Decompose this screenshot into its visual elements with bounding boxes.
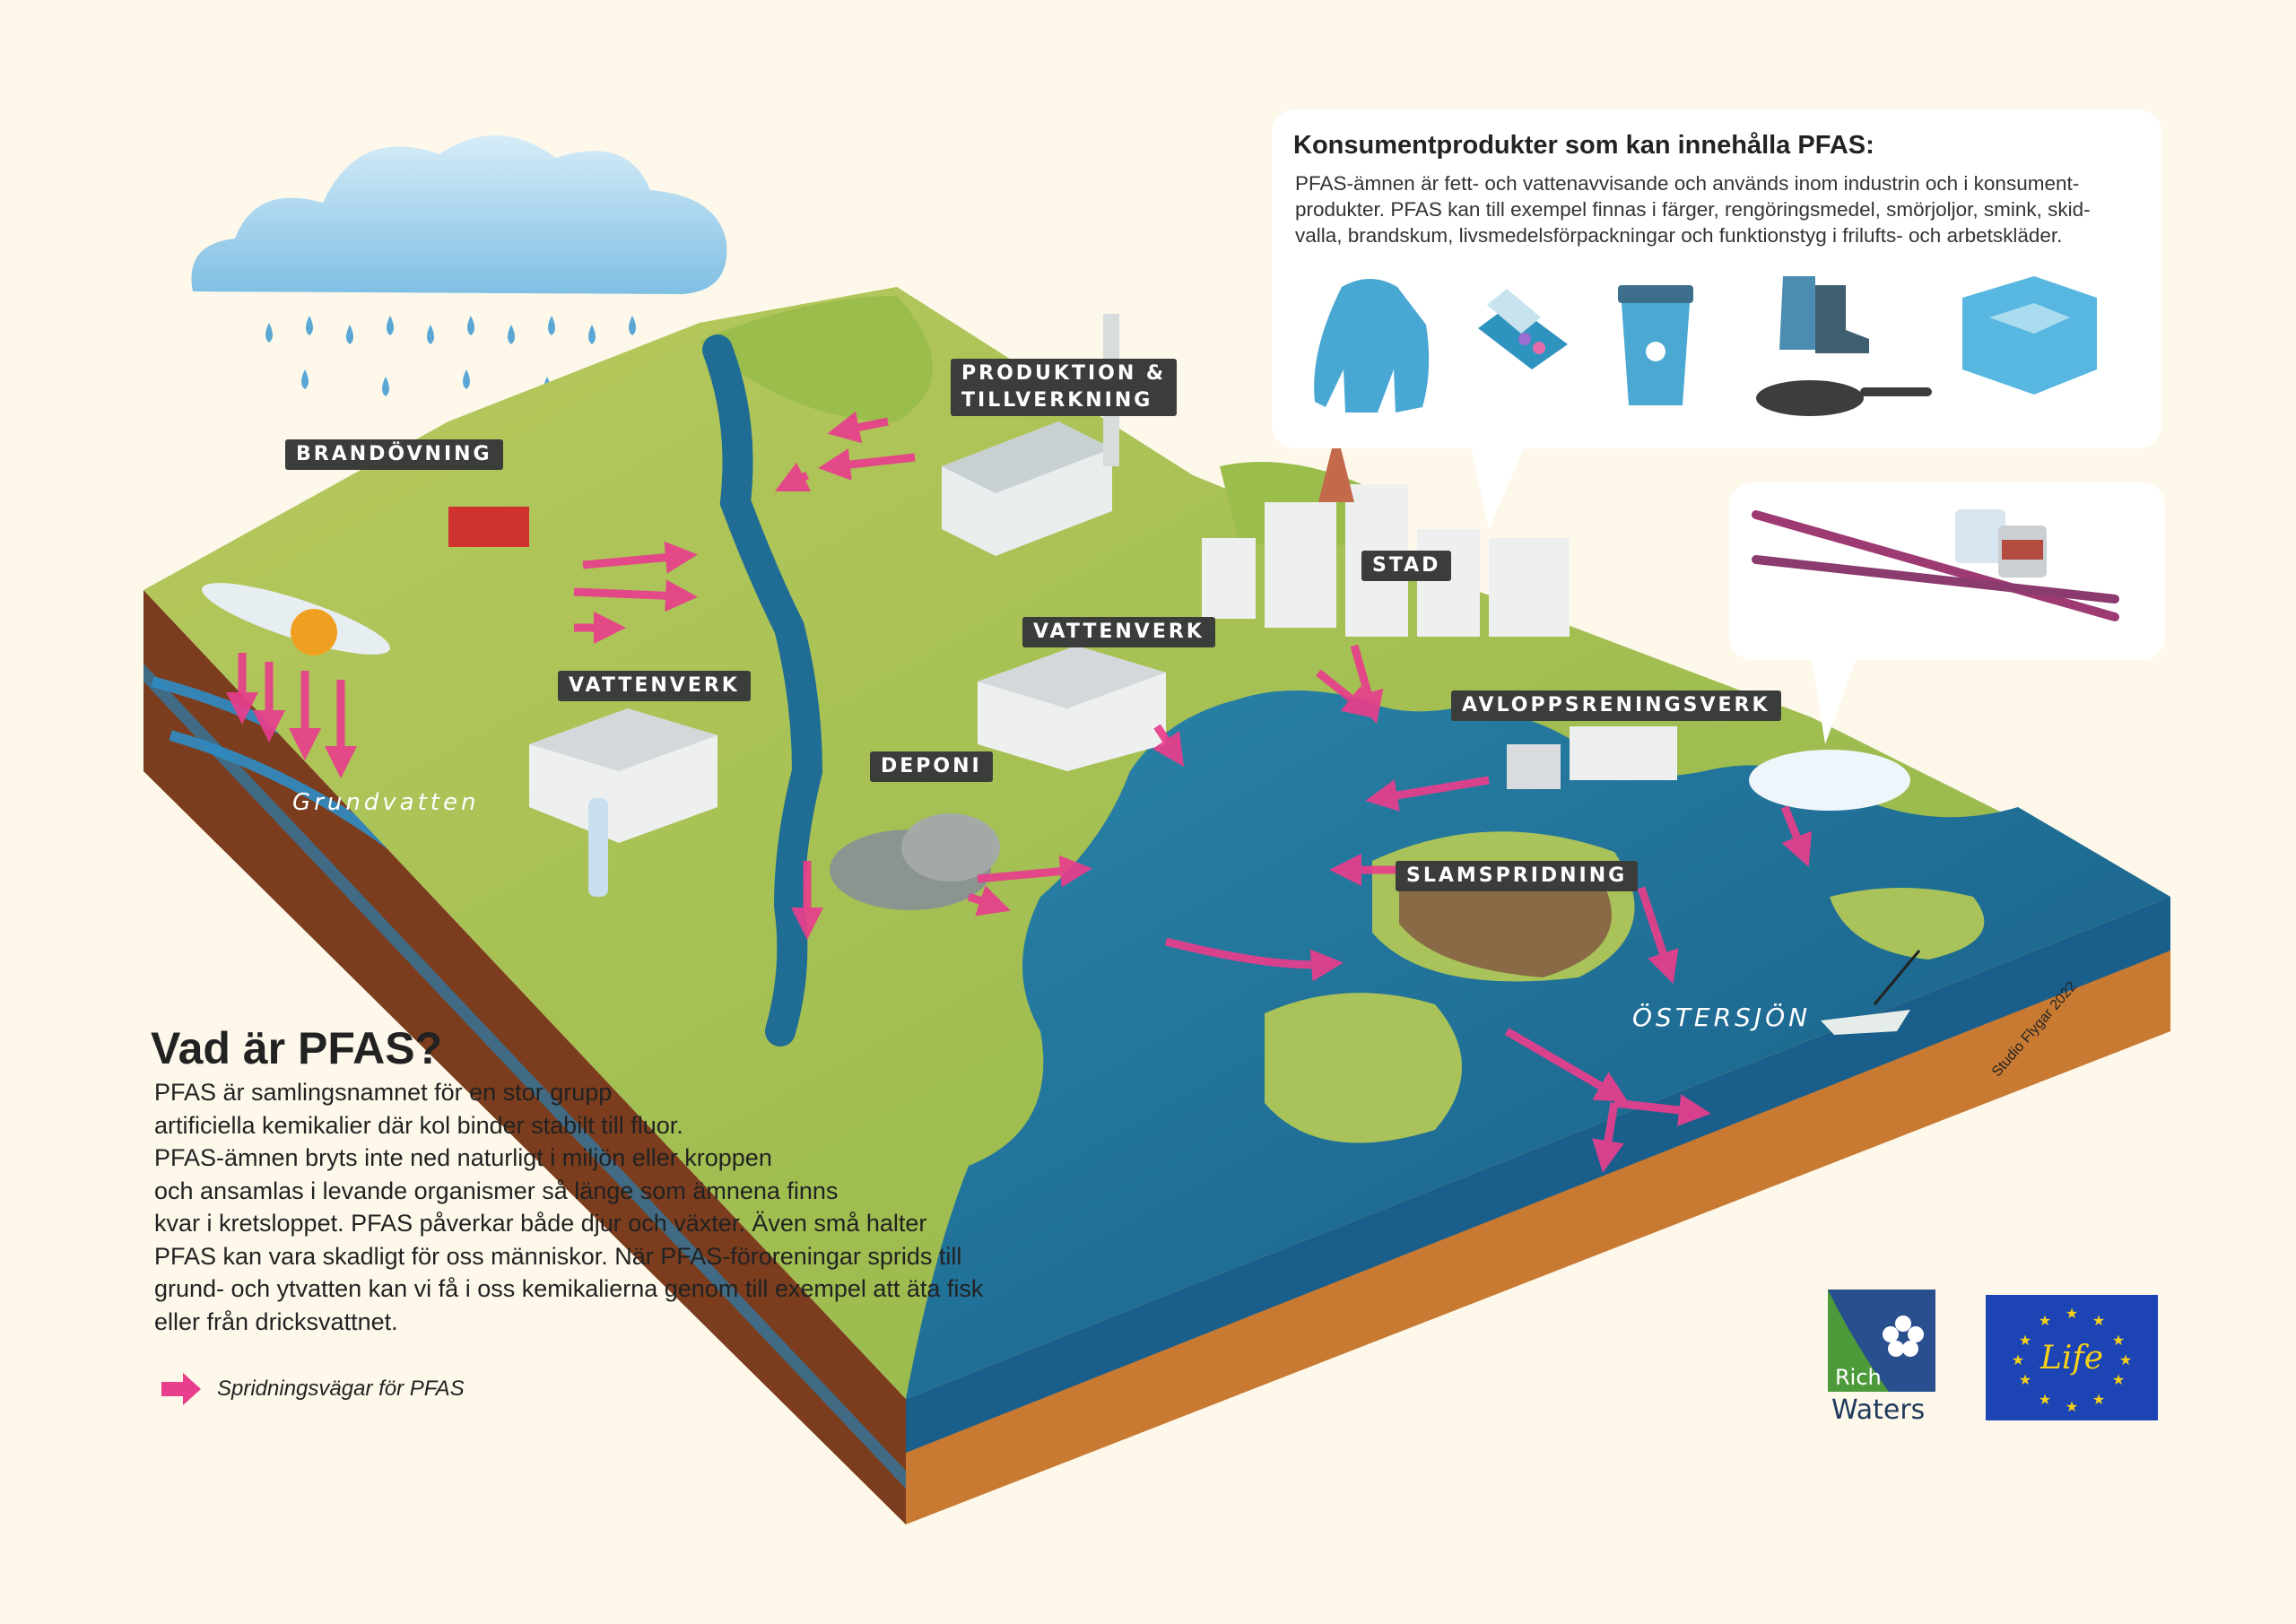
makeup-palette-icon — [1478, 289, 1568, 369]
legend: Spridningsvägar för PFAS — [160, 1368, 465, 1410]
svg-text:★: ★ — [2092, 1312, 2105, 1329]
soil-cross-section — [144, 590, 2170, 1524]
ski-wax-icon — [1955, 509, 2047, 578]
label-avloppsreningsverk: AVLOPPSRENINGSVERK — [1451, 690, 1781, 721]
svg-text:★: ★ — [2019, 1371, 2031, 1388]
fishing-boat-icon — [1821, 950, 1921, 1035]
snow-area — [1749, 750, 1910, 811]
consumer-products-line: produkter. PFAS kan till exempel finnas … — [1295, 198, 2091, 221]
svg-text:★: ★ — [2066, 1398, 2078, 1415]
description-line: grund- och ytvatten kan vi få i oss kemi… — [154, 1275, 984, 1302]
label-produktion: PRODUKTION & TILLVERKNING — [951, 359, 1178, 416]
consumer-product-icons — [1314, 276, 2097, 416]
svg-text:★: ★ — [2039, 1312, 2051, 1329]
label-vattenverk-left: VATTENVERK — [558, 671, 751, 701]
svg-text:Waters: Waters — [1831, 1394, 1925, 1422]
hiking-boots-icon — [1779, 276, 1869, 353]
pfas-spread-arrows — [226, 411, 1813, 1173]
label-vattenverk-middle: VATTENVERK — [1022, 617, 1215, 647]
description-line: och ansamlas i levande organismer så län… — [154, 1177, 839, 1204]
consumer-products-title: Konsumentprodukter som kan innehålla PFA… — [1293, 131, 1874, 160]
svg-text:Rich: Rich — [1835, 1365, 1882, 1390]
description-line: PFAS är samlingsnamnet för en stor grupp — [154, 1079, 613, 1106]
bubble-main-tail — [1471, 447, 1525, 529]
description-line: artificiella kemikalier där kol binder s… — [154, 1111, 683, 1139]
water-plant-left — [529, 708, 718, 897]
sludge-field — [1399, 864, 1612, 977]
pfas-arrow-legend-icon — [161, 1373, 201, 1405]
airplane-fire — [202, 507, 529, 656]
consumer-products-description: PFAS-ämnen är fett- och vattenavvisande … — [1295, 170, 2156, 248]
svg-text:★: ★ — [2019, 1332, 2031, 1349]
label-deponi: DEPONI — [870, 751, 993, 782]
factory-building — [942, 314, 1119, 556]
sewage-plant — [1507, 726, 1677, 789]
skis-icon — [1752, 510, 2119, 621]
legend-label: Spridningsvägar för PFAS — [217, 1376, 465, 1401]
eu-life-logo: ★ ★ ★ ★ ★ ★ ★ ★ ★ ★ ★ ★ Life — [1986, 1295, 2158, 1420]
label-slamspridning: SLAMSPRIDNING — [1396, 861, 1639, 891]
water-plant-middle — [978, 646, 1166, 771]
river — [702, 334, 823, 1046]
page-title: Vad är PFAS? — [151, 1023, 443, 1073]
label-produktion-line1: PRODUKTION & — [961, 362, 1167, 385]
description-line: eller från dricksvattnet. — [154, 1307, 398, 1335]
armchair-icon — [1962, 276, 2097, 395]
label-ostersjon: ÖSTERSJÖN — [1632, 1003, 1812, 1032]
svg-text:★: ★ — [2066, 1305, 2078, 1322]
frying-pan-icon — [1756, 380, 1932, 416]
city-buildings — [1202, 430, 1570, 637]
svg-text:Life: Life — [2039, 1340, 2103, 1376]
svg-text:★: ★ — [2039, 1391, 2051, 1408]
jacket-icon — [1314, 279, 1430, 413]
consumer-products-line: PFAS-ämnen är fett- och vattenavvisande … — [1295, 172, 2080, 195]
bubble-small-tail — [1812, 658, 1857, 744]
svg-text:★: ★ — [2119, 1351, 2132, 1368]
rain-cloud-icon — [191, 135, 727, 396]
baltic-sea — [906, 690, 2170, 1399]
richwaters-logo: Rich Waters — [1828, 1290, 1935, 1422]
description-line: PFAS-ämnen bryts inte ned naturligt i mi… — [154, 1144, 772, 1171]
description-line: kvar i kretsloppet. PFAS påverkar både d… — [154, 1210, 927, 1237]
label-grundvatten: Grundvatten — [292, 789, 480, 816]
landfill-pile — [830, 813, 1000, 910]
svg-text:★: ★ — [2012, 1351, 2024, 1368]
consumer-products-line: valla, brandskum, livsmedelsförpackninga… — [1295, 224, 2063, 247]
label-produktion-line2: TILLVERKNING — [961, 389, 1153, 412]
svg-text:★: ★ — [2112, 1332, 2125, 1349]
label-brandovning: BRANDÖVNING — [285, 439, 503, 470]
coffee-cup-icon — [1618, 285, 1693, 405]
label-stad: STAD — [1361, 551, 1452, 581]
svg-text:★: ★ — [2092, 1391, 2105, 1408]
pfas-description: PFAS är samlingsnamnet för en stor grupp… — [154, 1076, 1051, 1338]
svg-text:★: ★ — [2112, 1371, 2125, 1388]
description-line: PFAS kan vara skadligt för oss människor… — [154, 1242, 962, 1270]
ski-product-icons — [1752, 509, 2119, 621]
